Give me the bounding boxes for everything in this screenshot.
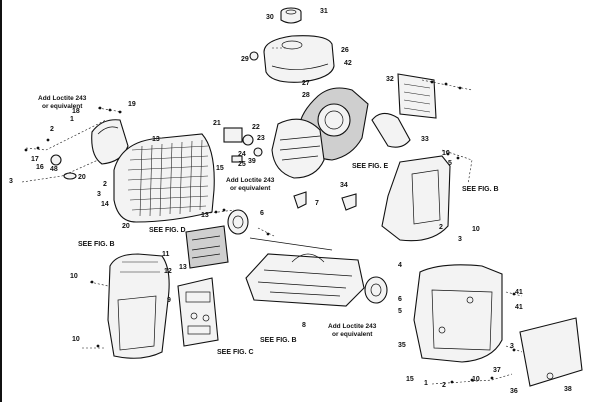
callout: 16: [36, 164, 44, 171]
callout: 39: [248, 158, 256, 165]
callout: 1: [70, 116, 74, 123]
callout: 13: [201, 212, 209, 219]
callout: 5: [398, 308, 402, 315]
note-line: or equivalent: [229, 185, 271, 192]
wheel-lower: [364, 276, 388, 304]
callout: 10: [70, 273, 78, 280]
wheel-upper: [227, 209, 249, 235]
callout: 13: [152, 136, 160, 143]
note-line: Add Loctite 243: [328, 323, 377, 330]
callout: 34: [340, 182, 348, 189]
callout: 3: [9, 178, 13, 185]
callout: 2: [103, 181, 107, 188]
control-module: [185, 225, 229, 269]
callout: 26: [341, 47, 349, 54]
callout: 2: [439, 224, 443, 231]
callout: 3: [97, 191, 101, 198]
right-side-cover: [413, 264, 503, 363]
callout: 3: [510, 343, 514, 350]
callout: 20: [122, 223, 130, 230]
callout: 19: [128, 101, 136, 108]
callout: 27: [302, 80, 310, 87]
callout: 25: [238, 161, 246, 168]
engine-assembly: [271, 87, 369, 179]
axle: [249, 237, 333, 251]
callout: 48: [50, 166, 58, 173]
callout: 10: [442, 150, 450, 157]
callout: 8: [302, 322, 306, 329]
loctite-note-bottom: Add Loctite 243 or equivalent: [328, 323, 376, 339]
callout: 24: [238, 151, 246, 158]
tank-cap-part: [249, 51, 259, 61]
note-line: Add Loctite 243: [38, 95, 87, 102]
callout: 20: [78, 174, 86, 181]
callout: 42: [344, 60, 352, 67]
see-fig-b-right: SEE FIG. B: [462, 186, 499, 193]
carburetor: [223, 127, 263, 163]
callout: 37: [493, 367, 501, 374]
loctite-note-top: Add Loctite 243 or equivalent: [38, 95, 86, 111]
callout: 10: [472, 226, 480, 233]
front-panel: [177, 277, 219, 347]
callout: 11: [162, 251, 170, 258]
callout: 14: [101, 201, 109, 208]
callout: 18: [72, 108, 80, 115]
loctite-note-mid: Add Loctite 243 or equivalent: [226, 177, 274, 193]
knob-cap: [63, 172, 77, 180]
callout: 4: [398, 262, 402, 269]
callout: 7: [315, 200, 319, 207]
callout: 3: [458, 236, 462, 243]
callout: 31: [320, 8, 328, 15]
see-fig-b-base: SEE FIG. B: [260, 337, 297, 344]
callout: 15: [216, 165, 224, 172]
callout: 1: [424, 380, 428, 387]
right-frame: [381, 155, 451, 242]
callout: 28: [302, 92, 310, 99]
see-fig-b-left: SEE FIG. B: [78, 241, 115, 248]
muffler-shield: [371, 112, 411, 148]
callout: 29: [241, 56, 249, 63]
callout: 32: [386, 76, 394, 83]
brackets: [293, 191, 357, 211]
callout: 10: [72, 336, 80, 343]
callout: 15: [406, 376, 414, 383]
base-tray: [245, 253, 365, 307]
callout: 17: [31, 156, 39, 163]
note-line: Add Loctite 243: [226, 177, 275, 184]
callout: 30: [266, 14, 274, 21]
callout: 38: [564, 386, 572, 393]
note-line: or equivalent: [331, 331, 373, 338]
see-fig-e: SEE FIG. E: [352, 163, 389, 170]
muffler-cover: [397, 73, 437, 119]
callout: 6: [398, 296, 402, 303]
front-left-cover: [107, 253, 170, 359]
callout: 36: [510, 388, 518, 395]
callout: 12: [164, 268, 172, 275]
knob-part: [50, 154, 62, 166]
callout: 41: [515, 289, 523, 296]
callout: 9: [167, 297, 171, 304]
callout: 6: [260, 210, 264, 217]
see-fig-d: SEE FIG. D: [149, 227, 186, 234]
callout: 22: [252, 124, 260, 131]
fuel-cap: [280, 7, 302, 24]
callout: 35: [398, 342, 406, 349]
fuel-tank: [263, 35, 335, 83]
see-fig-c: SEE FIG. C: [217, 349, 254, 356]
note-line: or equivalent: [41, 103, 83, 110]
service-door: [519, 317, 583, 387]
callout: 23: [257, 135, 265, 142]
screws: [24, 80, 516, 384]
callout: 2: [442, 382, 446, 389]
callout: 21: [213, 120, 221, 127]
callout: 41: [515, 304, 523, 311]
callout: 2: [50, 126, 54, 133]
left-side-cover: [113, 133, 215, 223]
callout: 33: [421, 136, 429, 143]
callout: 13: [179, 264, 187, 271]
callout: 5: [448, 160, 452, 167]
callout: 10: [472, 376, 480, 383]
